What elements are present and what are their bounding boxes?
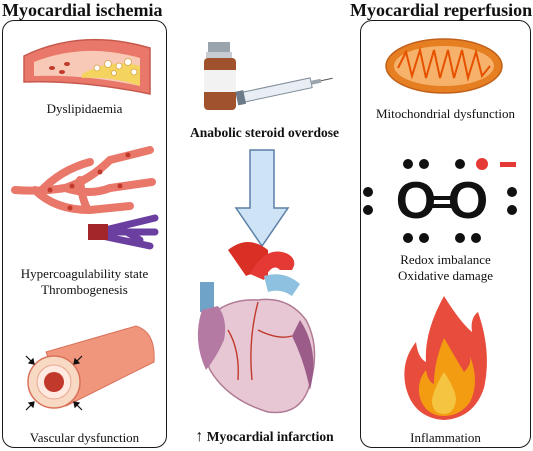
- myocardial-infarction-text: Myocardial infarction: [206, 429, 334, 444]
- plaque-artery-icon: [23, 38, 151, 95]
- left-panel: [2, 20, 167, 448]
- vessel-cross-section-icon: [25, 325, 155, 411]
- svg-text:O: O: [448, 172, 488, 230]
- right-panel: [360, 20, 531, 448]
- down-arrow-icon: [234, 149, 290, 248]
- inflammation-label: Inflammation: [410, 430, 481, 445]
- myocardial-infarction-label: ↑ Myocardial infarction: [172, 428, 357, 446]
- anabolic-steroid-label: Anabolic steroid overdose: [190, 125, 339, 140]
- mitochondrion-icon: [385, 38, 503, 94]
- heart-icon: [197, 242, 316, 414]
- oxygen-radical-icon: O O: [363, 158, 517, 243]
- mitochondrial-dysfunction-label: Mitochondrial dysfunction: [375, 106, 515, 121]
- dyslipidaemia-label: Dyslipidaemia: [46, 101, 123, 116]
- thrombus-vessel-icon: [11, 146, 159, 250]
- thrombogenesis-label: Thrombogenesis: [41, 282, 128, 297]
- vascular-dysfunction-label: Vascular dysfunction: [29, 430, 140, 445]
- oxidative-damage-label: Oxidative damage: [398, 268, 493, 283]
- steroid-vial-syringe-icon: [204, 42, 333, 110]
- redox-imbalance-label: Redox imbalance: [400, 252, 491, 267]
- right-panel-title: Myocardial reperfusion: [350, 0, 533, 20]
- left-panel-title: Myocardial ischemia: [2, 0, 163, 20]
- increase-arrow-icon: ↑: [195, 428, 204, 445]
- hypercoagulability-label: Hypercoagulability state: [20, 266, 149, 281]
- svg-text:O: O: [396, 172, 436, 230]
- flame-icon: [404, 296, 487, 420]
